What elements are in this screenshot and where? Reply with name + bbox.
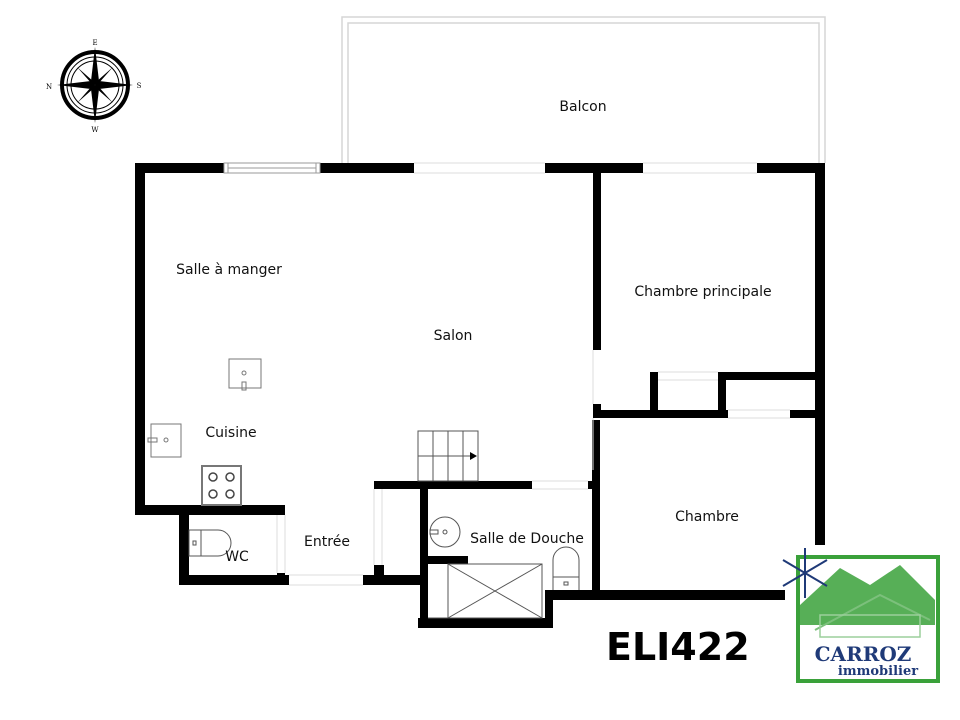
sink-icon [228,358,262,391]
room-label-salon: Salon [433,328,473,344]
room-label-balcon: Balcon [559,99,607,115]
logo-name: CARROZ [814,642,912,666]
stove-icon [201,465,242,506]
compass-rose-icon [57,47,133,123]
windows [223,162,321,174]
room-label-salle-a-manger: Salle à manger [176,262,282,278]
room-label-wc: WC [225,549,249,565]
carroz-logo: CARROZ immobilier [782,545,944,687]
openings [276,162,790,586]
room-label-cuisine: Cuisine [205,425,257,441]
compass-label-bottom: W [91,126,99,134]
stairs-icon [417,430,479,482]
kitchen-sink-icon [147,423,182,458]
room-label-chambre: Chambre [675,509,739,525]
shower-icon [428,563,543,619]
compass-label-top: E [92,39,98,47]
logo-subtitle: immobilier [837,664,919,679]
bathroom-toilet-icon [552,546,580,590]
reference-code: ELI422 [606,625,750,669]
compass-label-left: N [45,83,53,91]
bathroom-sink-icon [429,516,461,548]
room-label-entree: Entrée [304,534,350,550]
toilet-icon [188,529,232,557]
room-label-chambre-principale: Chambre principale [634,284,772,300]
room-label-salle-de-douche: Salle de Douche [470,531,584,547]
balcony-outline [341,16,826,163]
walls [135,163,825,628]
compass-label-right: S [136,82,142,90]
carroz-logo-graphic [782,548,940,683]
